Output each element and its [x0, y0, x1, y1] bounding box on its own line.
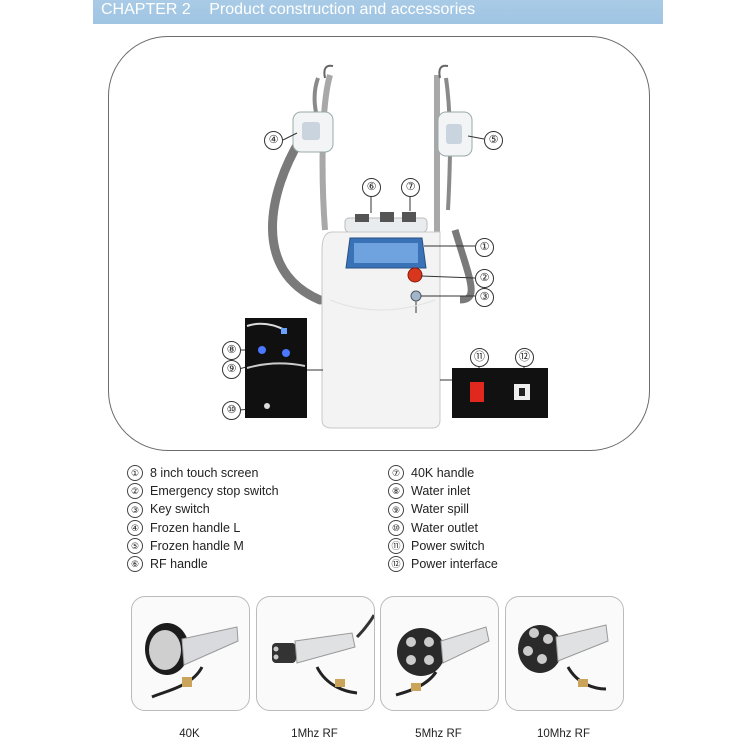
legend-item: ⑤ Frozen handle M: [127, 537, 279, 555]
power-panel-inset: [452, 368, 548, 418]
legend-label: RF handle: [150, 557, 208, 572]
legend-label: Frozen handle M: [150, 538, 244, 553]
legend-number: ⑫: [388, 556, 404, 573]
legend-number: ⑦: [388, 465, 404, 482]
legend-item: ⑩ Water outlet: [388, 519, 498, 537]
callout-2: ②: [475, 269, 494, 288]
legend-item: ⑪ Power switch: [388, 537, 498, 555]
legend-number: ⑪: [388, 537, 404, 554]
legend-number: ②: [127, 483, 143, 500]
legend-number: ⑧: [388, 483, 404, 500]
legend-item: ③ Key switch: [127, 500, 279, 518]
callout-7: ⑦: [401, 178, 420, 197]
legend-item: ④ Frozen handle L: [127, 519, 279, 537]
callout-6: ⑥: [362, 178, 381, 197]
legend-left-column: ① 8 inch touch screen ② Emergency stop swi…: [127, 464, 279, 573]
callout-5: ⑤: [484, 131, 503, 150]
accessory-5mhz-rf-image: [380, 596, 499, 711]
accessory-label-1mhz-rf: 1Mhz RF: [291, 728, 338, 740]
legend-number: ⑨: [388, 501, 404, 518]
legend-item: ① 8 inch touch screen: [127, 464, 279, 482]
legend-number: ⑤: [127, 537, 143, 554]
legend-label: 8 inch touch screen: [150, 466, 259, 480]
legend-label: Frozen handle L: [150, 520, 241, 535]
legend-item: ⑨ Water spill: [388, 500, 498, 518]
legend-item: ⑫ Power interface: [388, 555, 498, 573]
legend-label: Power switch: [411, 538, 485, 553]
legend-item: ⑦ 40K handle: [388, 464, 498, 482]
chapter-number: CHAPTER 2: [101, 1, 191, 18]
legend-item: ⑥ RF handle: [127, 555, 279, 573]
accessory-label-5mhz-rf: 5Mhz RF: [415, 728, 462, 740]
callout-1: ①: [475, 238, 494, 257]
legend-label: 40K handle: [411, 466, 475, 480]
legend-number: ①: [127, 465, 143, 482]
legend-number: ③: [127, 501, 143, 518]
water-connections-inset: [245, 318, 307, 418]
legend-number: ⑥: [127, 556, 143, 573]
legend-item: ⑧ Water inlet: [388, 482, 498, 500]
callout-3: ③: [475, 288, 494, 307]
accessory-10mhz-rf-image: [505, 596, 624, 711]
accessory-1mhz-rf-image: [256, 596, 375, 711]
legend-label: Power interface: [411, 557, 498, 572]
callout-8: ⑧: [222, 341, 241, 360]
legend-label: Water outlet: [411, 520, 478, 535]
callout-4: ④: [264, 131, 283, 150]
callout-12: ⑫: [515, 348, 534, 367]
accessory-label-40k: 40K: [179, 728, 200, 740]
legend-label: Key switch: [150, 502, 210, 517]
legend-item: ② Emergency stop switch: [127, 482, 279, 500]
chapter-header: CHAPTER 2 Product construction and acces…: [93, 0, 663, 24]
callout-10: ⑩: [222, 401, 241, 420]
callout-9: ⑨: [222, 360, 241, 379]
callout-11: ⑪: [470, 348, 489, 367]
accessory-40k-image: [131, 596, 250, 711]
chapter-title-row: CHAPTER 2 Product construction and acces…: [101, 0, 475, 20]
legend-number: ⑩: [388, 519, 404, 536]
legend-number: ④: [127, 519, 143, 536]
legend-label: Water spill: [411, 502, 469, 517]
accessory-label-10mhz-rf: 10Mhz RF: [536, 728, 591, 740]
legend-label: Emergency stop switch: [150, 484, 279, 499]
chapter-title: Product construction and accessories: [209, 1, 476, 18]
legend-label: Water inlet: [411, 484, 471, 499]
